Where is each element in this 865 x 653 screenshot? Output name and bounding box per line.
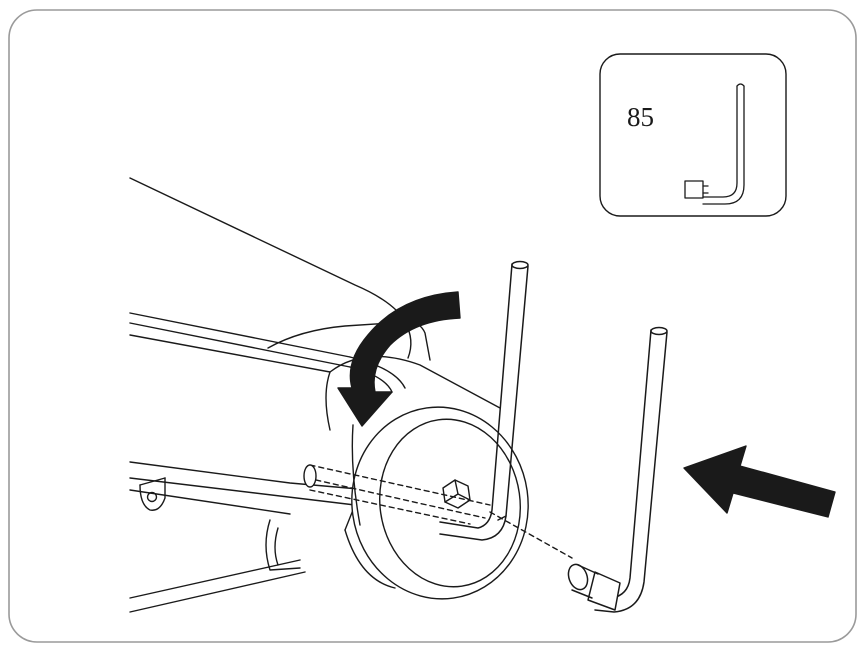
alignment-line (489, 511, 573, 559)
hex-key-icon (567, 326, 668, 613)
hex-key-icon (439, 260, 529, 541)
axle-end (303, 464, 317, 488)
insert-arrow-icon (683, 445, 836, 518)
axle-hidden-lines (306, 464, 491, 525)
hex-key-icon (684, 83, 745, 205)
rotate-arrow-icon (337, 291, 461, 427)
roller-cylinder (325, 355, 529, 600)
inset-frame (599, 53, 787, 217)
part-inset: 85 (599, 53, 787, 217)
part-number-label: 85 (627, 102, 654, 132)
bolt-icon (139, 477, 166, 511)
